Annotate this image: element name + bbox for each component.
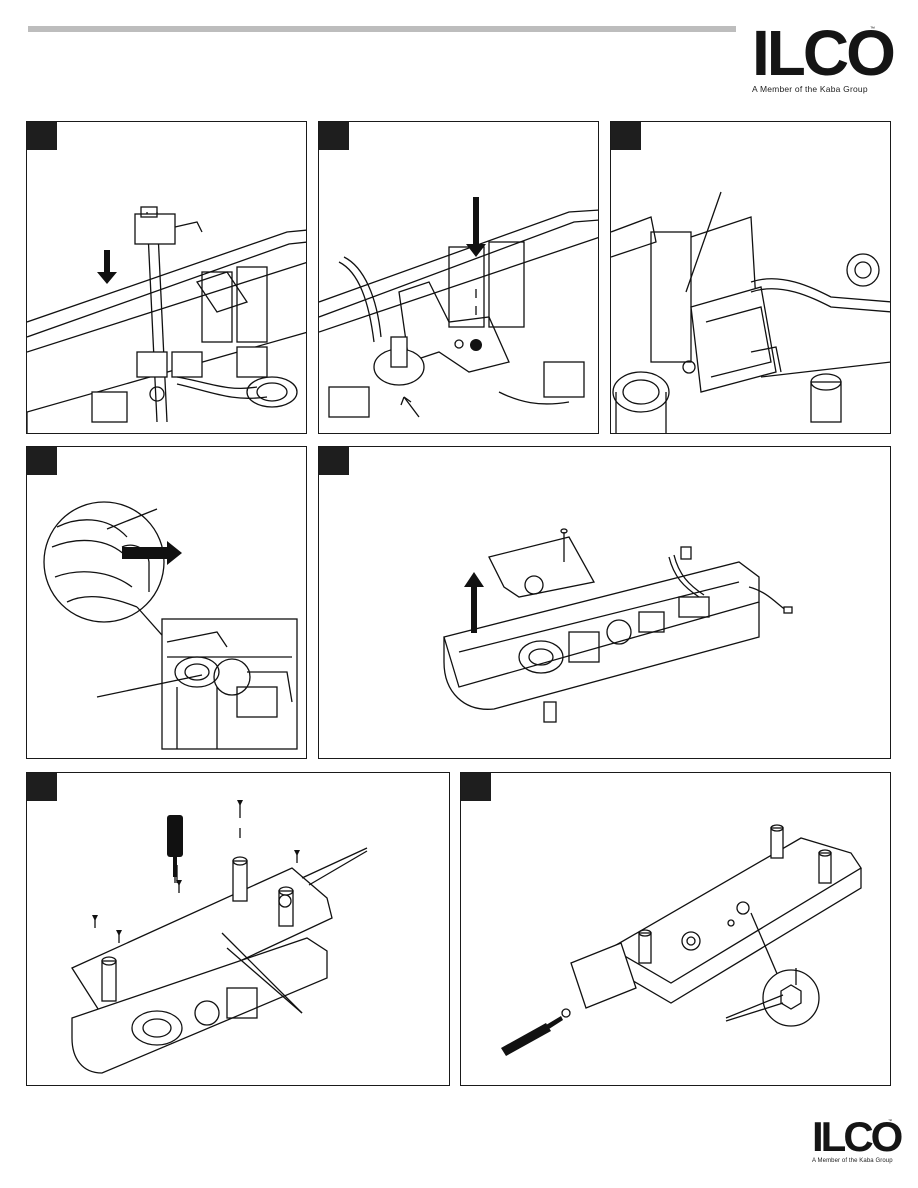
step-panel-7 [460, 772, 891, 1086]
cam-detail-illustration [43, 501, 298, 750]
lever-placement-illustration [319, 197, 598, 418]
right-arrow-icon [122, 541, 182, 565]
housing-lift-illustration [443, 528, 793, 723]
step-number-badge [319, 122, 349, 150]
switch-insert-illustration [27, 206, 306, 433]
step-number-badge [27, 773, 57, 801]
step-panel-5 [318, 446, 891, 759]
down-arrow-icon [466, 197, 486, 257]
header-rule [28, 26, 736, 32]
switch-closeup-illustration [611, 191, 890, 433]
footer-logo: ILCO ™ A Member of the Kaba Group [812, 1113, 903, 1165]
trademark-symbol: ™ [870, 26, 875, 32]
step-panel-1 [26, 121, 307, 434]
plate-screws-illustration [71, 800, 368, 1074]
brand-logo-mark: ILCO [752, 17, 896, 89]
screwdriver-icon [501, 1023, 551, 1056]
down-arrow-icon [97, 250, 117, 284]
step-number-badge [611, 122, 641, 150]
step-number-badge [27, 447, 57, 475]
step-panel-4 [26, 446, 307, 759]
step-number-badge [319, 447, 349, 475]
brand-logo: ILCO ™ A Member of the Kaba Group [752, 17, 896, 94]
final-assembly-illustration [501, 824, 862, 1056]
trademark-symbol: ™ [888, 1118, 892, 1123]
screwdriver-icon [167, 815, 183, 857]
step-number-badge [27, 122, 57, 150]
brand-tagline: A Member of the Kaba Group [752, 84, 868, 94]
up-arrow-icon [464, 572, 484, 633]
step-panel-3 [610, 121, 891, 434]
step-panel-6 [26, 772, 450, 1086]
footer-logo-mark: ILCO [812, 1113, 903, 1160]
step-number-badge [461, 773, 491, 801]
footer-tagline: A Member of the Kaba Group [812, 1158, 893, 1164]
step-panel-2 [318, 121, 599, 434]
